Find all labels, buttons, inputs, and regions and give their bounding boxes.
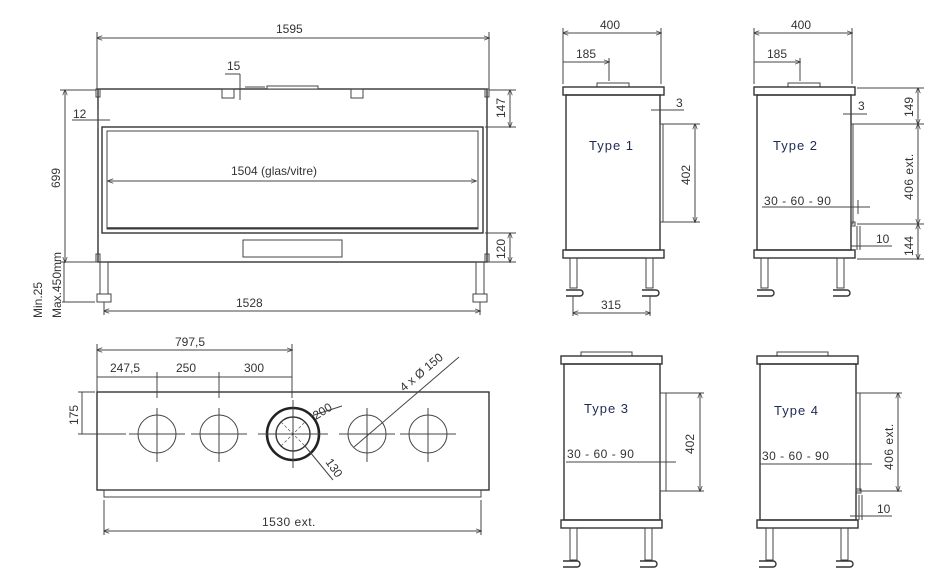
side-view-type-1: 400 185 3 402 Type 1 315 (563, 18, 700, 316)
label-top-offset: 149 (902, 97, 916, 117)
label-glass-width: 1504 (glas/vitre) (231, 164, 317, 178)
label-spacing-3: 300 (244, 361, 264, 375)
flue-holes (129, 408, 456, 462)
label-depth-options: 30 - 60 - 90 (764, 194, 831, 208)
label-leg-span: 1528 (236, 296, 263, 310)
label-leg-min: Min.25 (31, 282, 45, 318)
label-door-height: 406 ext. (902, 153, 916, 200)
side-view-type-2: 400 185 3 Type 2 149 406 ext. 144 30 - 6… (754, 18, 924, 297)
label-height: 699 (49, 168, 63, 188)
label-lip: 10 (876, 232, 890, 246)
label-overall-width: 1595 (276, 22, 303, 36)
type-label: Type 2 (773, 138, 818, 153)
top-view: 797,5 247,5 250 300 175 200 130 4 x Ø 15… (67, 335, 490, 535)
label-leg-span: 315 (601, 298, 621, 312)
leg-left (99, 261, 109, 295)
label-leg-max: Max.450mm (50, 252, 64, 318)
label-flue-offset: 185 (767, 47, 787, 61)
leg-right (475, 261, 485, 295)
label-door-height: 402 (679, 165, 693, 185)
label-gap: 3 (676, 96, 683, 110)
label-depth-options: 30 - 60 - 90 (567, 447, 634, 461)
label-door-height: 402 (683, 434, 697, 454)
label-side-margin: 12 (73, 107, 87, 121)
label-width: 400 (600, 18, 620, 32)
label-external-width: 1530 ext. (262, 515, 316, 529)
type-label: Type 3 (584, 401, 629, 416)
label-bottom-to-glass: 120 (494, 239, 508, 259)
type-label: Type 4 (774, 403, 819, 418)
label-gap: 3 (858, 99, 865, 113)
flue-collar (266, 85, 319, 90)
type-label: Type 1 (589, 138, 634, 153)
label-flue-offset: 185 (576, 47, 596, 61)
control-panel (242, 239, 343, 258)
label-door-height: 406 ext. (882, 423, 896, 470)
glass-frame (101, 126, 484, 234)
label-lip: 10 (877, 502, 891, 516)
label-width: 400 (791, 18, 811, 32)
label-depth-offset: 175 (67, 405, 81, 425)
label-holes: 4 x Ø 150 (397, 350, 446, 394)
label-flue-offset: 15 (227, 59, 241, 73)
label-bottom-offset: 144 (902, 236, 916, 256)
label-spacing-1: 247,5 (110, 361, 140, 375)
label-spacing-2: 250 (176, 361, 196, 375)
label-top-to-glass: 147 (494, 98, 508, 118)
side-view-type-4: 406 ext. Type 4 30 - 60 - 90 10 (756, 351, 902, 568)
label-center-offset: 797,5 (175, 335, 205, 349)
front-view: 1595 15 1504 (glas/vitre) 12 699 147 120 (31, 22, 516, 318)
label-inner-diameter: 130 (323, 456, 346, 481)
label-depth-options: 30 - 60 - 90 (762, 449, 829, 463)
side-view-type-3: 402 Type 3 30 - 60 - 90 (560, 351, 704, 568)
